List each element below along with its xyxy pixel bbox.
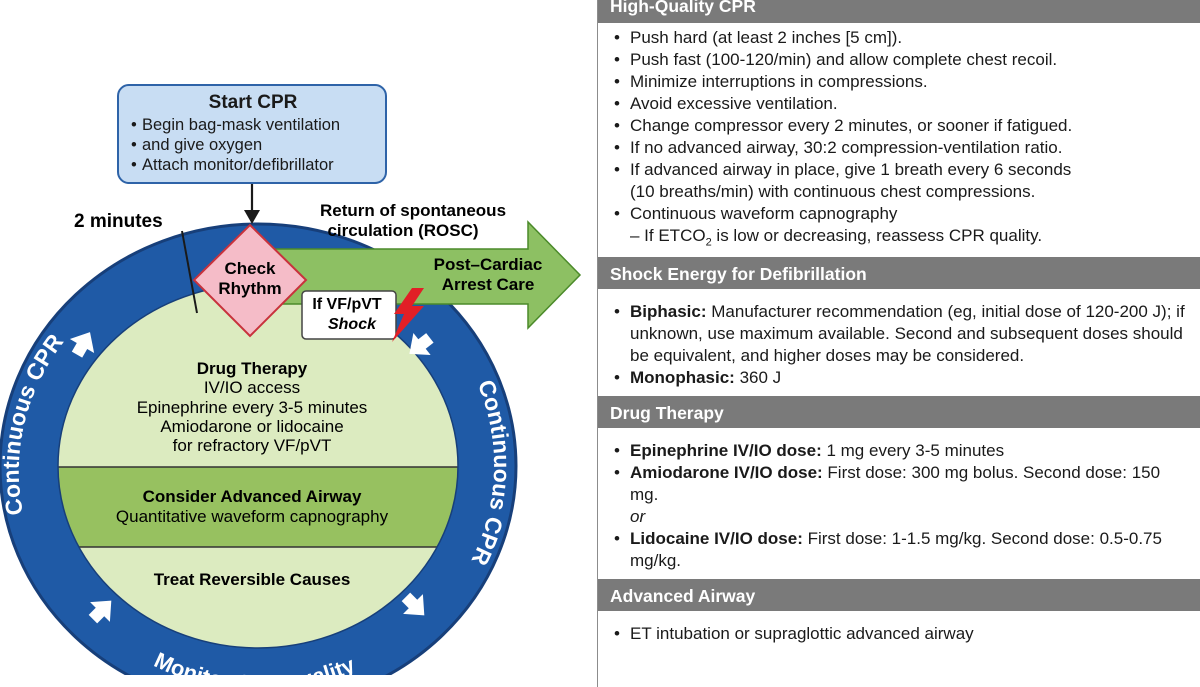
ring-arrow-icon: [409, 332, 434, 356]
start-cpr-title: Start CPR: [208, 92, 298, 113]
drug-therapy-header: Drug Therapy: [598, 394, 1200, 429]
epinephrine-text: 1 mg every 3-5 minutes: [821, 441, 1005, 461]
drug-therapy-title: Drug Therapy: [197, 359, 308, 378]
drug-therapy-line: Epinephrine every 3-5 minutes: [137, 398, 368, 417]
start-cpr-item: Attach monitor/defibrillator: [131, 155, 375, 175]
cpr-item: Push hard (at least 2 inches [5 cm]).: [612, 27, 1192, 49]
advanced-airway-header: Advanced Airway: [598, 577, 1200, 612]
high-quality-cpr-header: High-Quality CPR: [598, 0, 1200, 23]
lightning-bolt-icon: [392, 288, 424, 342]
monophasic-text: 360 J: [734, 368, 782, 388]
lidocaine-label: Lidocaine IV/IO dose:: [630, 529, 803, 549]
amiodarone-label: Amiodarone IV/IO dose:: [630, 463, 823, 483]
cpr-cycle-diagram: Continuous CPR Continuous CPR Monitor CP…: [0, 184, 582, 675]
amiodarone-text: First dose: 300 mg bolus. Second dose: 1…: [630, 463, 1161, 505]
rosc-label-line1: Return of spontaneous: [320, 201, 506, 220]
monophasic-label: Monophasic:: [630, 368, 735, 388]
check-rhythm-diamond: [192, 223, 308, 338]
cpr-item: Push fast (100-120/min) and allow comple…: [612, 49, 1192, 71]
cpr-item: Change compressor every 2 minutes, or so…: [612, 115, 1192, 137]
drug-therapy-line: Amiodarone or lidocaine: [160, 417, 343, 436]
epinephrine-item: Epinephrine IV/IO dose: 1 mg every 3-5 m…: [612, 440, 1192, 462]
post-arrest-line1: Post–Cardiac: [434, 255, 543, 274]
ring-arrow-icon: [69, 332, 95, 358]
check-rhythm-line2: Rhythm: [218, 279, 281, 298]
cpr-item: If no advanced airway, 30:2 compression-…: [612, 137, 1192, 159]
post-arrest-line2: Arrest Care: [442, 275, 535, 294]
amiodarone-item: Amiodarone IV/IO dose: First dose: 300 m…: [612, 462, 1192, 506]
start-cpr-item-continued: and give oxygen: [131, 135, 375, 155]
advanced-airway-line: Quantitative waveform capnography: [116, 507, 389, 526]
rosc-label-line2: circulation (ROSC): [327, 221, 478, 240]
advanced-airway-title: Consider Advanced Airway: [143, 487, 362, 506]
shock-line1: If VF/pVT: [312, 296, 382, 313]
two-minutes-leader: [181, 230, 198, 314]
ring-arrow-icon: [401, 592, 425, 616]
biphasic-text: Manufacturer recommendation (eg, initial…: [630, 302, 1185, 366]
lidocaine-text: First dose: 1-1.5 mg/kg. Second dose: 0.…: [630, 529, 1162, 571]
epinephrine-label: Epinephrine IV/IO dose:: [630, 441, 822, 461]
biphasic-label: Biphasic:: [630, 302, 707, 322]
shock-energy-header: Shock Energy for Defibrillation: [598, 255, 1200, 290]
cpr-item: If advanced airway in place, give 1 brea…: [612, 159, 1192, 181]
capnography-subitem: – If ETCO2 is low or decreasing, reasses…: [612, 225, 1192, 253]
cpr-item: Minimize interruptions in compressions.: [612, 71, 1192, 93]
drug-therapy-line: IV/IO access: [204, 378, 300, 397]
cpr-item: Continuous waveform capnography: [612, 203, 1192, 225]
start-cpr-item: Begin bag-mask ventilation: [131, 115, 375, 135]
capnography-sub-suffix: is low or decreasing, reassess CPR quali…: [711, 226, 1043, 245]
lidocaine-item: Lidocaine IV/IO dose: First dose: 1-1.5 …: [612, 528, 1192, 572]
reference-panel: High-Quality CPR Push hard (at least 2 i…: [597, 0, 1200, 687]
capnography-subscript: 2: [705, 236, 712, 249]
start-cpr-list: Begin bag-mask ventilation and give oxyg…: [131, 115, 375, 175]
drug-therapy-line: for refractory VF/pVT: [173, 436, 332, 455]
monophasic-item: Monophasic: 360 J: [612, 367, 1192, 389]
drug-therapy-body: Epinephrine IV/IO dose: 1 mg every 3-5 m…: [598, 428, 1200, 577]
cpr-item: Avoid excessive ventilation.: [612, 93, 1192, 115]
advanced-airway-zone: [58, 467, 458, 547]
high-quality-cpr-body: Push hard (at least 2 inches [5 cm]). Pu…: [598, 23, 1200, 255]
cpr-item-continued: (10 breaths/min) with continuous chest c…: [630, 182, 1036, 201]
capnography-sub-prefix: – If ETCO: [630, 226, 706, 245]
or-label: or: [630, 507, 646, 527]
shock-box: [301, 290, 397, 340]
biphasic-item: Biphasic: Manufacturer recommendation (e…: [612, 301, 1192, 367]
reversible-causes-title: Treat Reversible Causes: [154, 570, 351, 589]
two-minutes-label: 2 minutes: [74, 211, 163, 232]
down-arrow-icon: [244, 210, 260, 224]
shock-energy-body: Biphasic: Manufacturer recommendation (e…: [598, 289, 1200, 394]
airway-item: ET intubation or supraglottic advanced a…: [612, 623, 1192, 645]
start-cpr-box: Start CPR Begin bag-mask ventilation and…: [117, 84, 387, 184]
advanced-airway-body: ET intubation or supraglottic advanced a…: [598, 611, 1200, 645]
shock-line2: Shock: [328, 316, 377, 333]
check-rhythm-line1: Check: [224, 259, 276, 278]
